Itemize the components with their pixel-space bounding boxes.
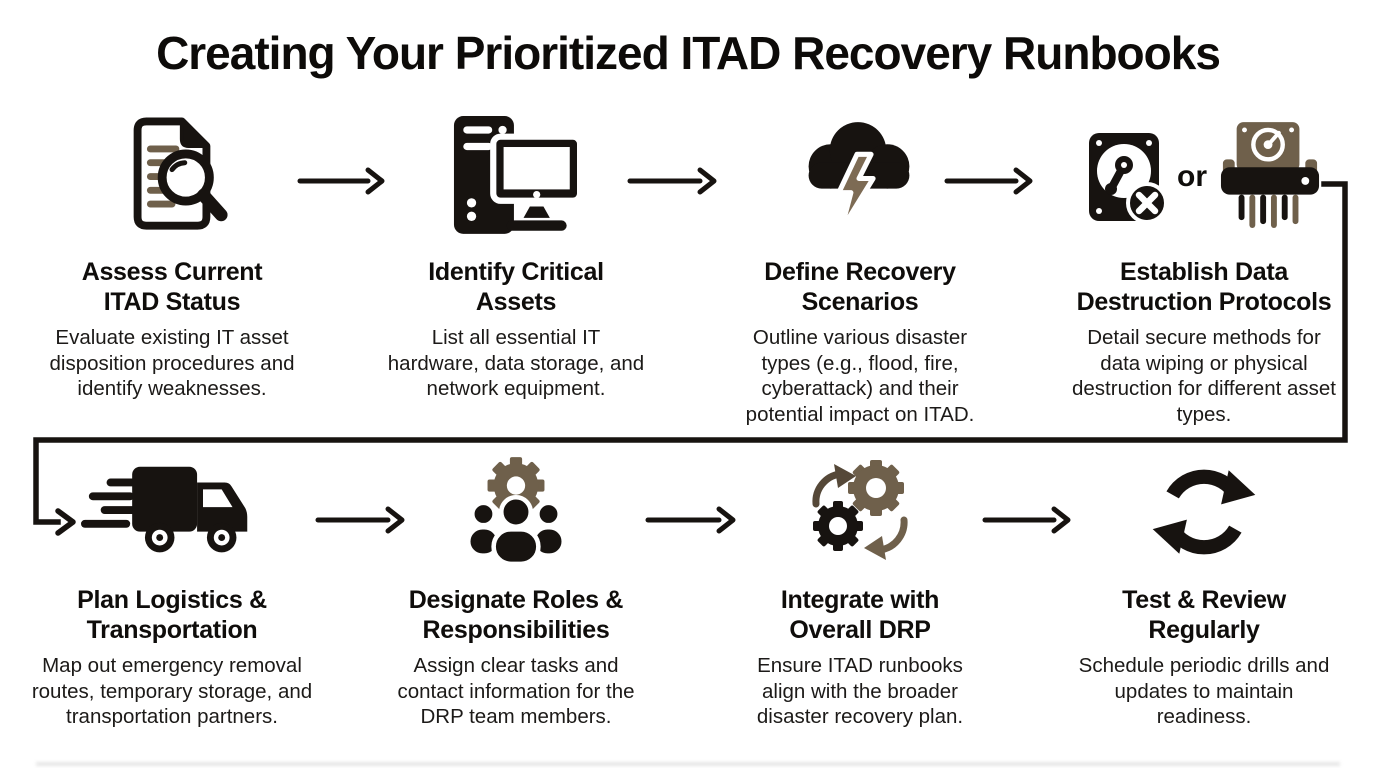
step-designate-roles-responsibilities: Designate Roles & Responsibilities Assig… (344, 446, 688, 730)
step-description: Schedule periodic drills and updates to … (1078, 654, 1330, 729)
step-establish-data-destruction-protocols: or Establish Data Destruction Protocols (1032, 104, 1376, 428)
hard-drive-erase-icon (1089, 133, 1165, 224)
step-description: Ensure ITAD runbooks align with the broa… (756, 654, 964, 729)
step-description: Evaluate existing IT asset disposition p… (49, 326, 295, 401)
step-description: List all essential IT hardware, data sto… (387, 326, 645, 401)
page-title: Creating Your Prioritized ITAD Recovery … (156, 27, 1221, 79)
gears-sync-icon (812, 460, 908, 560)
delivery-truck-icon (81, 466, 248, 553)
step-test-review-regularly: Test & Review Regularly Schedule periodi… (1032, 446, 1376, 730)
step-plan-logistics-transportation: Plan Logistics & Transportation Map out … (0, 446, 344, 730)
process-row-2: Plan Logistics & Transportation Map out … (0, 446, 1376, 730)
document-search-icon (133, 117, 228, 230)
refresh-cycle-icon (1152, 469, 1256, 555)
team-gear-icon (465, 457, 567, 567)
step-description: Outline various disaster types (e.g., fl… (745, 326, 975, 426)
step-identify-critical-assets: Identify Critical Assets List all essent… (344, 104, 688, 428)
computer-icon (453, 116, 584, 234)
step-description: Detail secure methods for data wiping or… (1072, 326, 1336, 426)
step-define-recovery-scenarios: Define Recovery Scenarios Outline variou… (688, 104, 1032, 428)
step-title: Designate Roles & Responsibilities (408, 586, 624, 644)
step-title: Identify Critical Assets (428, 258, 604, 316)
step-description: Map out emergency removal routes, tempor… (31, 654, 313, 729)
step-title: Assess Current ITAD Status (81, 258, 263, 316)
step-title: Establish Data Destruction Protocols (1076, 258, 1332, 316)
step-description: Assign clear tasks and contact informati… (397, 654, 635, 729)
process-row-1: Assess Current ITAD Status Evaluate exis… (0, 104, 1376, 428)
hard-drive-or-shredder-icon: or (1087, 104, 1321, 250)
step-title: Integrate with Overall DRP (780, 586, 940, 644)
step-title: Plan Logistics & Transportation (77, 586, 267, 644)
step-integrate-with-overall-drp: Integrate with Overall DRP Ensure ITAD r… (688, 446, 1032, 730)
step-title: Test & Review Regularly (1122, 586, 1286, 644)
step-assess-current-itad-status: Assess Current ITAD Status Evaluate exis… (0, 104, 344, 428)
shredder-icon (1220, 122, 1320, 228)
step-title: Define Recovery Scenarios (764, 258, 956, 316)
or-label: or (1177, 160, 1207, 193)
bottom-edge-artifact (36, 762, 1340, 766)
storm-cloud-lightning-icon (808, 122, 910, 234)
